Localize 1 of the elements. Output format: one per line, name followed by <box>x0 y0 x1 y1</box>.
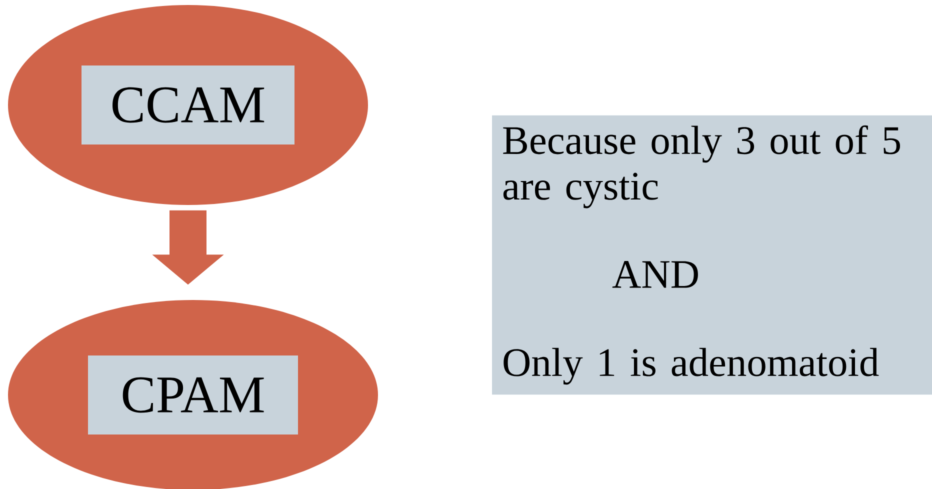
text-box: Because only 3 out of 5 are cystic AND Only 1 is adenomatoid <box>492 115 932 395</box>
